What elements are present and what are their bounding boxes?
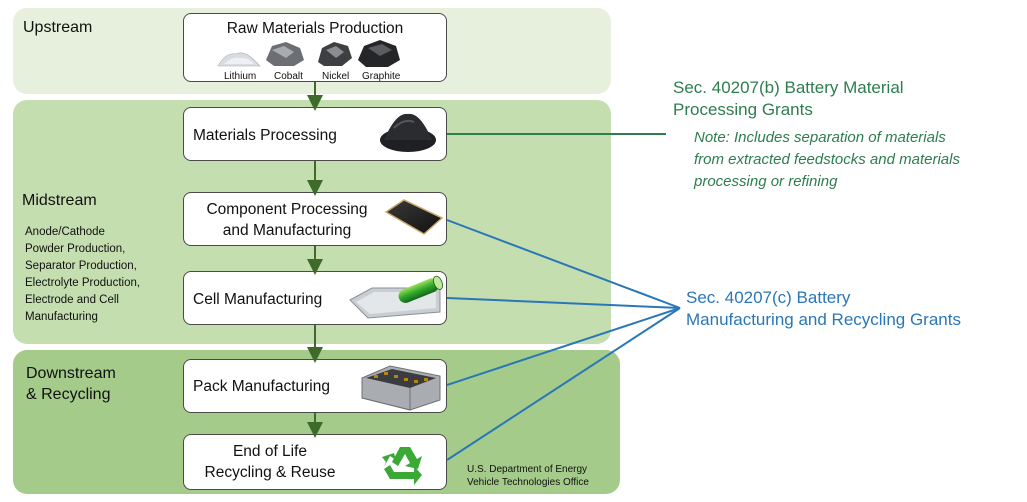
nickel-icon [318,42,352,66]
grant-b-title: Sec. 40207(b) Battery Material Processin… [673,78,904,119]
component-processing-label: Component Processing and Manufacturing [206,201,368,239]
component-sheet-icon [384,199,444,235]
grant-c-connector [446,219,681,309]
grant-b-note: Note: Includes separation of materials f… [694,129,960,190]
midstream-label: Midstream [22,192,97,209]
grant-c-connector [446,297,681,309]
cobalt-label: Cobalt [274,71,303,82]
nickel-label: Nickel [322,71,349,82]
graphite-label: Graphite [362,71,401,82]
raw-materials-title: Raw Materials Production [226,20,404,37]
materials-processing-label: Materials Processing [193,127,337,144]
cobalt-icon [266,42,304,66]
lithium-icon [217,52,261,67]
grant-c-title: Sec. 40207(c) Battery Manufacturing and … [686,288,961,329]
doe-credit: U.S. Department of Energy Vehicle Techno… [467,464,589,488]
grant-c-connector [446,307,681,461]
upstream-label: Upstream [23,19,93,36]
pack-manufacturing-label: Pack Manufacturing [193,378,330,395]
graphite-icon [358,40,400,67]
midstream-description: Anode/Cathode Powder Production, Separat… [25,226,141,323]
end-of-life-box [183,434,447,490]
grant-c-connectors [446,219,681,461]
grant-c-connector [446,307,681,386]
end-of-life-label: End of Life Recycling & Reuse [204,443,336,481]
downstream-label: Downstream & Recycling [26,365,116,403]
battery-pack-icon [361,365,441,411]
lithium-label: Lithium [224,71,256,82]
recycle-icon [382,447,422,485]
raw-materials-box [183,13,447,82]
cell-manufacturing-label: Cell Manufacturing [193,291,323,308]
powder-icon [380,113,436,152]
battery-cell-icon [349,275,443,319]
